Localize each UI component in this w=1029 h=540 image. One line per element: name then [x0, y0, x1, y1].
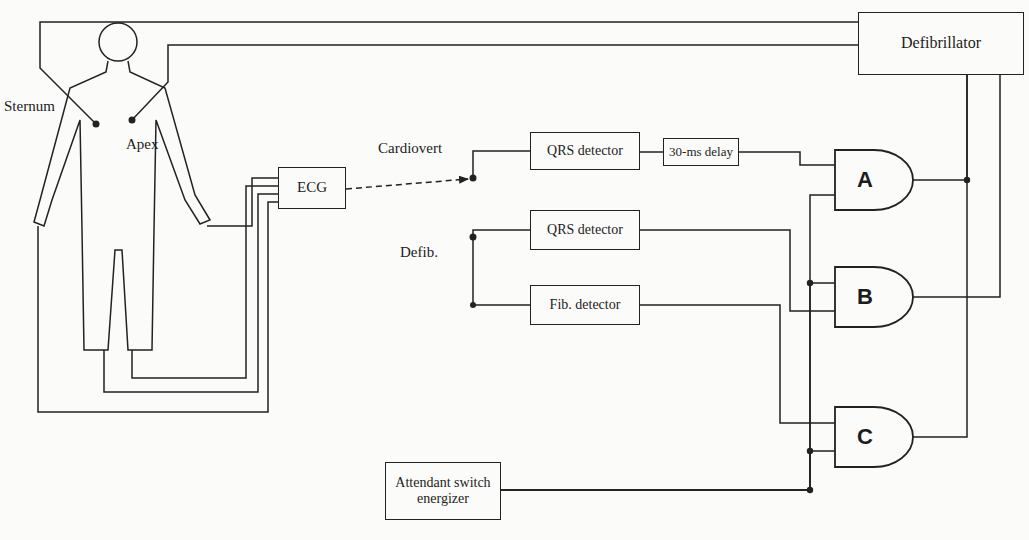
wire	[501, 283, 835, 490]
ecg-lead	[132, 186, 278, 378]
wire	[501, 451, 835, 490]
switch-position-label: Defib.	[400, 244, 438, 261]
junction-dot	[964, 177, 970, 183]
wire	[913, 75, 967, 437]
qrs-detector-box: QRS detector	[530, 210, 640, 250]
electrode	[93, 121, 100, 128]
electrode-label: Apex	[126, 136, 159, 153]
delay-box: 30-ms delay	[663, 138, 739, 166]
electrode	[129, 117, 136, 124]
electrode-wire	[132, 45, 858, 120]
and-gate-symbol	[835, 150, 913, 210]
switch-position-label: Cardiovert	[378, 140, 442, 157]
wire	[640, 230, 835, 311]
gate-letter: A	[857, 167, 873, 192]
wire	[913, 75, 967, 180]
gate-letter: B	[857, 284, 873, 309]
attendant-switch-box: Attendant switch energizer	[385, 462, 501, 520]
ecg-box: ECG	[278, 167, 346, 209]
ecg-lead	[104, 194, 278, 392]
box-label: Fib. detector	[550, 297, 621, 313]
electrode-label: Sternum	[4, 98, 55, 115]
and-gate: B	[835, 267, 913, 327]
wire	[473, 151, 530, 178]
and-gate-symbol	[835, 267, 913, 327]
wire	[913, 75, 1000, 297]
wire	[640, 305, 835, 423]
ecg-lead	[38, 202, 278, 412]
box-label: 30-ms delay	[669, 145, 733, 160]
box-label: QRS detector	[547, 222, 623, 238]
and-gate-symbol	[835, 407, 913, 467]
wire	[739, 152, 835, 165]
wire	[501, 195, 835, 490]
qrs-detector-box: QRS detector	[530, 132, 640, 170]
switch-lever	[346, 179, 468, 189]
gate-letter: C	[857, 424, 873, 449]
junction-dot	[807, 448, 813, 454]
and-gate: A	[835, 150, 913, 210]
wire	[473, 230, 530, 237]
box-label: Defibrillator	[901, 34, 981, 52]
wire	[640, 151, 663, 153]
and-gate: C	[835, 407, 913, 467]
box-label: QRS detector	[547, 143, 623, 159]
fib-detector-box: Fib. detector	[530, 285, 640, 325]
patient-head	[99, 23, 137, 61]
wire	[473, 237, 530, 305]
junction-dot	[807, 487, 813, 493]
patient-body	[34, 61, 210, 350]
defibrillator-box: Defibrillator	[858, 12, 1024, 75]
box-label: ECG	[297, 179, 327, 196]
junction-dot	[807, 280, 813, 286]
box-label: Attendant switch energizer	[386, 475, 500, 507]
electrode-wire	[40, 22, 858, 124]
